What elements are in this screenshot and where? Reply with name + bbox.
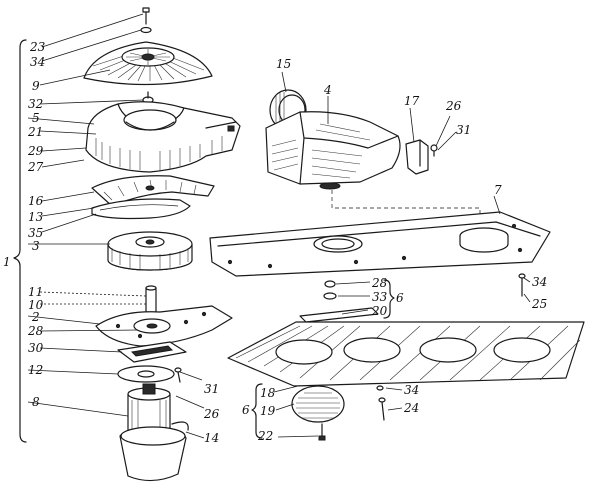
callout-6-lower: 6 bbox=[242, 403, 250, 417]
callout-27: 27 bbox=[28, 160, 44, 174]
callout-28-right: 28 bbox=[372, 276, 388, 290]
part-31-screw bbox=[174, 367, 182, 383]
brace-group-6a bbox=[383, 279, 395, 319]
callout-14: 14 bbox=[204, 431, 220, 445]
callout-5: 5 bbox=[32, 111, 40, 125]
part-23-screw bbox=[140, 7, 152, 34]
part-12-washer bbox=[117, 365, 175, 383]
callout-20: 20 bbox=[372, 304, 388, 318]
callout-22: 22 bbox=[258, 429, 274, 443]
callout-10: 10 bbox=[28, 298, 44, 312]
callout-34-right: 34 bbox=[532, 275, 548, 289]
callout-33: 33 bbox=[372, 290, 388, 304]
callout-31-top: 31 bbox=[456, 123, 472, 137]
part-13-seal-ring bbox=[91, 198, 191, 220]
callout-17: 17 bbox=[404, 94, 420, 108]
brace-group-1 bbox=[13, 39, 27, 443]
callout-29: 29 bbox=[28, 144, 44, 158]
part-19-round-louver bbox=[291, 385, 345, 423]
callout-31-low: 31 bbox=[204, 382, 220, 396]
callout-15: 15 bbox=[276, 57, 292, 71]
callout-18: 18 bbox=[260, 386, 276, 400]
callout-4: 4 bbox=[324, 83, 332, 97]
callout-2: 2 bbox=[32, 310, 40, 324]
callout-28-left: 28 bbox=[28, 324, 44, 338]
part-7-base-plate bbox=[209, 211, 551, 277]
callout-11: 11 bbox=[28, 285, 44, 299]
part-24-screw bbox=[376, 385, 386, 421]
part-17-bracket bbox=[405, 139, 429, 175]
leader-lines bbox=[27, 13, 531, 439]
callout-34-low: 34 bbox=[404, 383, 420, 397]
part-22-screw bbox=[318, 423, 326, 441]
callout-7: 7 bbox=[494, 183, 502, 197]
part-30-mount-plate bbox=[117, 341, 187, 363]
callout-9: 9 bbox=[32, 79, 40, 93]
callout-26-top: 26 bbox=[446, 99, 462, 113]
callout-1: 1 bbox=[3, 255, 11, 269]
callout-6-upper: 6 bbox=[396, 291, 404, 305]
part-26-screw bbox=[430, 144, 438, 157]
callout-25: 25 bbox=[532, 297, 548, 311]
part-4-air-duct bbox=[265, 111, 401, 190]
callout-19: 19 bbox=[260, 404, 276, 418]
callout-26-low: 26 bbox=[204, 407, 220, 421]
part-2-bracket bbox=[95, 305, 233, 347]
part-3-rotor bbox=[107, 231, 193, 271]
callout-8: 8 bbox=[32, 395, 40, 409]
part-28-washer bbox=[323, 280, 337, 300]
callout-35: 35 bbox=[28, 226, 44, 240]
callout-16: 16 bbox=[28, 194, 44, 208]
part-5-fan-housing bbox=[85, 101, 241, 173]
callout-24: 24 bbox=[404, 401, 420, 415]
callout-21: 21 bbox=[28, 125, 44, 139]
part-25-screw bbox=[518, 273, 526, 297]
callout-30: 30 bbox=[28, 341, 44, 355]
grille-frame bbox=[227, 321, 585, 387]
callout-3: 3 bbox=[32, 239, 40, 253]
callout-32: 32 bbox=[28, 97, 44, 111]
part-14-clamp-ring bbox=[119, 421, 189, 482]
callout-34: 34 bbox=[30, 55, 46, 69]
brace-group-6b bbox=[251, 383, 263, 439]
callout-13: 13 bbox=[28, 210, 44, 224]
callout-23: 23 bbox=[30, 40, 46, 54]
part-9-dome-cover bbox=[83, 41, 213, 86]
callout-12: 12 bbox=[28, 363, 44, 377]
